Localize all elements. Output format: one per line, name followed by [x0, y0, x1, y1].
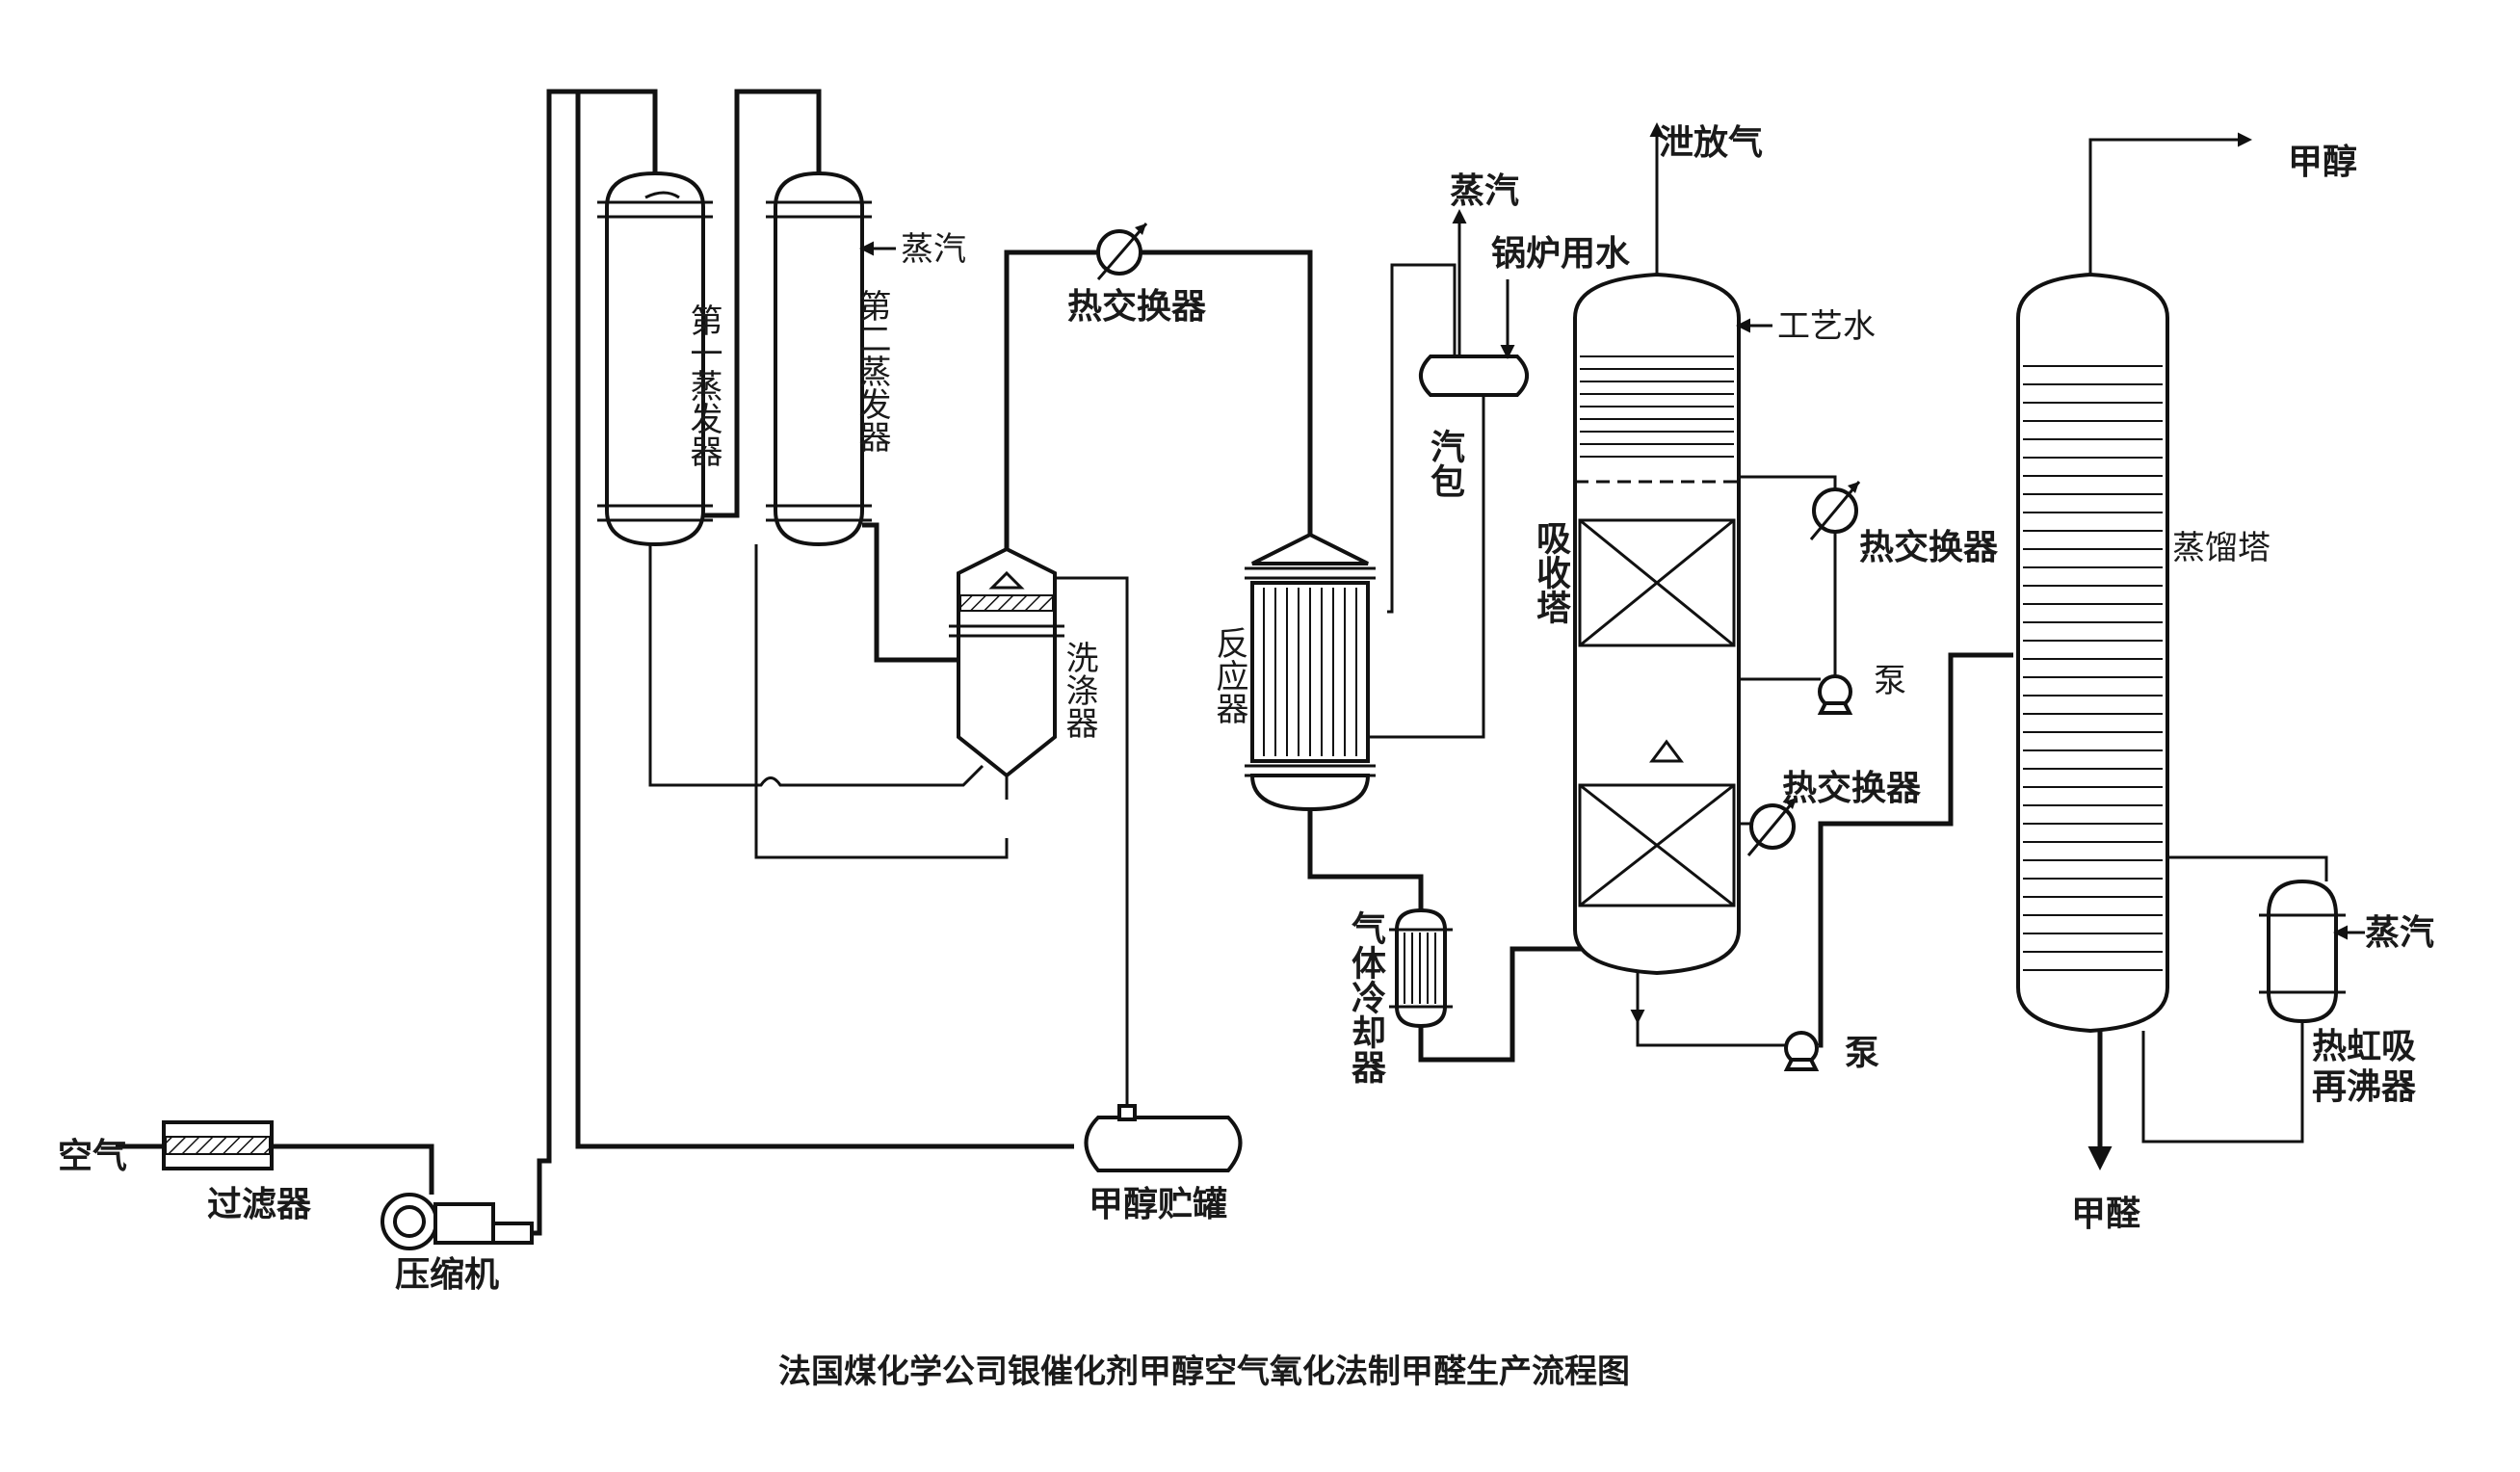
label-reactor: 反应器	[1210, 626, 1248, 724]
label-top-heat-exchanger: 热交换器	[1067, 286, 1207, 327]
label-scrubber: 洗涤器	[1060, 641, 1098, 739]
distillation-methanol-out	[2088, 132, 2252, 275]
label-steam-reboiler: 蒸汽	[2365, 912, 2434, 953]
reactor-to-steam-drum-top	[1387, 263, 1457, 614]
label-first-evaporator: 第一蒸发器	[684, 303, 722, 467]
label-formaldehyde: 甲醛	[2071, 1194, 2140, 1234]
evap1-bottom-loop	[648, 544, 984, 787]
right-heat-exchanger	[1809, 481, 1861, 540]
lower-heat-exchanger	[1746, 797, 1798, 856]
label-right-heat-exchanger: 热交换器	[1859, 527, 1999, 567]
label-methanol-tank: 甲醇贮罐	[1089, 1184, 1227, 1224]
air-filter	[162, 1120, 274, 1170]
scrubber-side-to-tank	[1055, 576, 1129, 1117]
methanol-tank	[1084, 1104, 1243, 1172]
steam-drum	[1419, 355, 1529, 397]
label-compressor: 压缩机	[395, 1254, 499, 1295]
label-second-evaporator: 第二蒸发器	[853, 289, 891, 453]
scrubber-recycle-loop	[754, 544, 1009, 859]
steam-drum-to-reactor-bottom	[1368, 395, 1485, 739]
scrubber-top-to-hx	[1004, 250, 1098, 549]
evap2-to-scrubber-pipe	[862, 522, 958, 663]
label-lower-pump: 泵	[1845, 1033, 1879, 1073]
label-upper-pump: 泵	[1874, 662, 1906, 700]
label-process-water: 工艺水	[1777, 307, 1876, 346]
reactor-to-cooler-pipe	[1307, 809, 1424, 910]
evap1-to-evap2-pipe	[703, 89, 822, 518]
lower-pump	[1783, 1031, 1820, 1071]
lower-pump-to-hx	[1818, 652, 2013, 1048]
label-vent-gas: 泄放气	[1659, 122, 1763, 163]
tank-to-evap1-pipe	[549, 89, 1074, 1149]
label-reboiler: 热虹吸再沸器	[2312, 1026, 2417, 1107]
reactor	[1245, 532, 1376, 812]
label-filter: 过滤器	[207, 1184, 312, 1224]
gas-cooler	[1389, 907, 1453, 1029]
label-air: 空气	[58, 1136, 127, 1176]
hx-to-reactor-pipe	[1141, 250, 1313, 535]
absorber-recycle-upper	[1739, 475, 1837, 679]
label-absorber: 吸收塔	[1531, 520, 1571, 624]
top-heat-exchanger	[1096, 223, 1148, 280]
distillation-to-reboiler	[2167, 855, 2328, 881]
label-gas-cooler: 气体冷却器	[1346, 910, 1386, 1084]
reboiler-return	[2141, 1021, 2304, 1143]
compressor	[381, 1193, 534, 1250]
filter-to-compressor-pipe	[272, 1143, 434, 1195]
absorber	[1573, 272, 1741, 976]
label-lower-heat-exchanger: 热交换器	[1782, 768, 1922, 808]
diagram-caption: 法国煤化学公司银催化剂甲醇空气氧化法制甲醛生产流程图	[778, 1353, 1630, 1391]
label-steam-evap2: 蒸汽	[901, 230, 966, 269]
label-steam-drum: 汽包	[1425, 429, 1465, 498]
second-evaporator	[766, 171, 872, 547]
distillation-column	[2016, 272, 2169, 1034]
thermosiphon-reboiler	[2259, 879, 2346, 1024]
compressor-to-evap1-pipe	[532, 89, 658, 1236]
label-methanol-out: 甲醇	[2288, 142, 2357, 182]
label-steam-drum-steam: 蒸汽	[1450, 171, 1519, 211]
absorber-bottom-to-pump	[1636, 973, 1787, 1047]
label-distillation: 蒸馏塔	[2172, 529, 2271, 567]
first-evaporator	[597, 171, 713, 547]
label-boiler-water: 锅炉用水	[1491, 233, 1631, 274]
upper-pump	[1817, 674, 1853, 715]
scrubber	[949, 546, 1064, 778]
